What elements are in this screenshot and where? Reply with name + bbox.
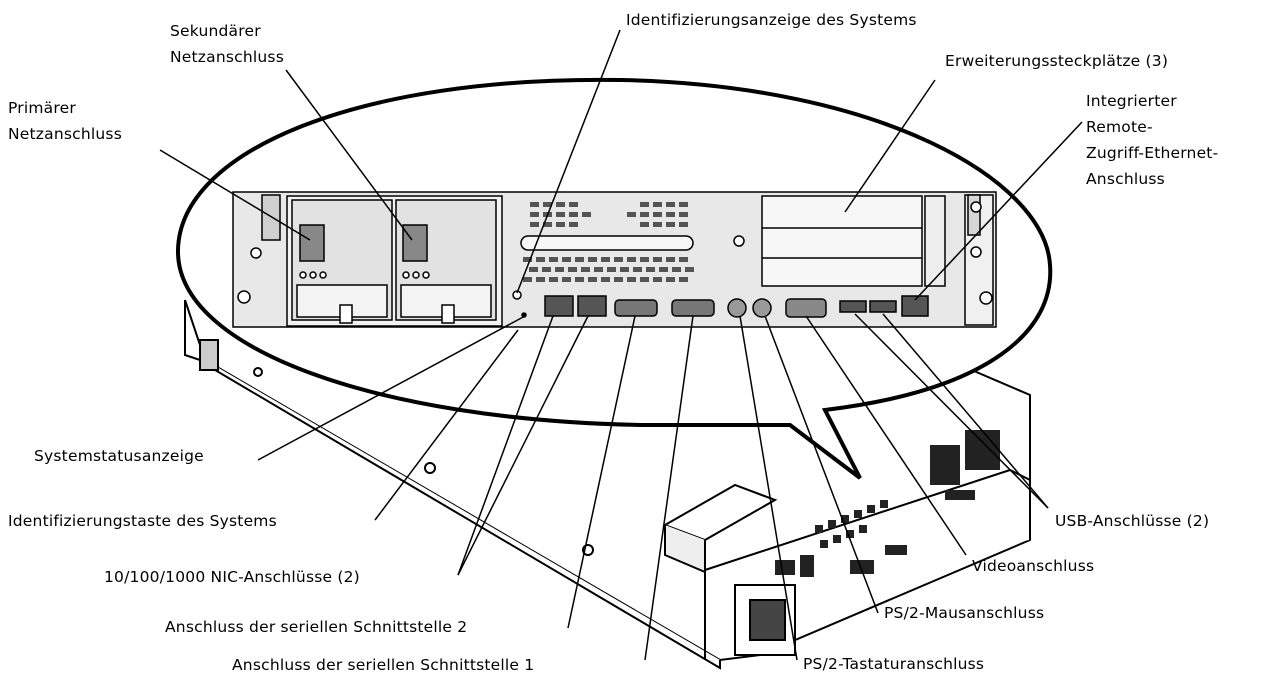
label-system-status-text: Systemstatusanzeige xyxy=(34,443,204,469)
label-system-status: Systemstatusanzeige xyxy=(34,443,204,469)
label-remote-access-line2: Remote- xyxy=(1086,114,1218,140)
label-ps2-mouse-text: PS/2-Mausanschluss xyxy=(884,600,1044,626)
label-secondary-power: Sekundärer Netzanschluss xyxy=(170,18,284,70)
label-system-id-button: Identifizierungstaste des Systems xyxy=(8,508,277,534)
label-ps2-mouse: PS/2-Mausanschluss xyxy=(884,600,1044,626)
label-primary-power: Primärer Netzanschluss xyxy=(8,95,122,147)
label-secondary-power-line2: Netzanschluss xyxy=(170,44,284,70)
label-ps2-keyboard: PS/2-Tastaturanschluss xyxy=(803,651,984,677)
label-remote-access-line4: Anschluss xyxy=(1086,166,1218,192)
label-expansion-slots-text: Erweiterungssteckplätze (3) xyxy=(945,48,1168,74)
label-serial2-text: Anschluss der seriellen Schnittstelle 2 xyxy=(165,614,467,640)
label-system-id-indicator: Identifizierungsanzeige des Systems xyxy=(626,7,917,33)
label-serial1-text: Anschluss der seriellen Schnittstelle 1 xyxy=(232,652,534,678)
label-usb: USB-Anschlüsse (2) xyxy=(1055,508,1209,534)
label-secondary-power-line1: Sekundärer xyxy=(170,18,284,44)
label-usb-text: USB-Anschlüsse (2) xyxy=(1055,508,1209,534)
label-ps2-keyboard-text: PS/2-Tastaturanschluss xyxy=(803,651,984,677)
label-system-id-indicator-text: Identifizierungsanzeige des Systems xyxy=(626,7,917,33)
label-nic: 10/100/1000 NIC-Anschlüsse (2) xyxy=(104,564,360,590)
label-remote-access-line1: Integrierter xyxy=(1086,88,1218,114)
label-system-id-button-text: Identifizierungstaste des Systems xyxy=(8,508,277,534)
label-remote-access: Integrierter Remote- Zugriff-Ethernet- A… xyxy=(1086,88,1218,192)
label-nic-text: 10/100/1000 NIC-Anschlüsse (2) xyxy=(104,564,360,590)
label-video: Videoanschluss xyxy=(972,553,1094,579)
label-video-text: Videoanschluss xyxy=(972,553,1094,579)
label-primary-power-line1: Primärer xyxy=(8,95,122,121)
label-expansion-slots: Erweiterungssteckplätze (3) xyxy=(945,48,1168,74)
back-panel xyxy=(233,192,996,327)
label-remote-access-line3: Zugriff-Ethernet- xyxy=(1086,140,1218,166)
label-primary-power-line2: Netzanschluss xyxy=(8,121,122,147)
label-serial1: Anschluss der seriellen Schnittstelle 1 xyxy=(232,652,534,678)
label-serial2: Anschluss der seriellen Schnittstelle 2 xyxy=(165,614,467,640)
